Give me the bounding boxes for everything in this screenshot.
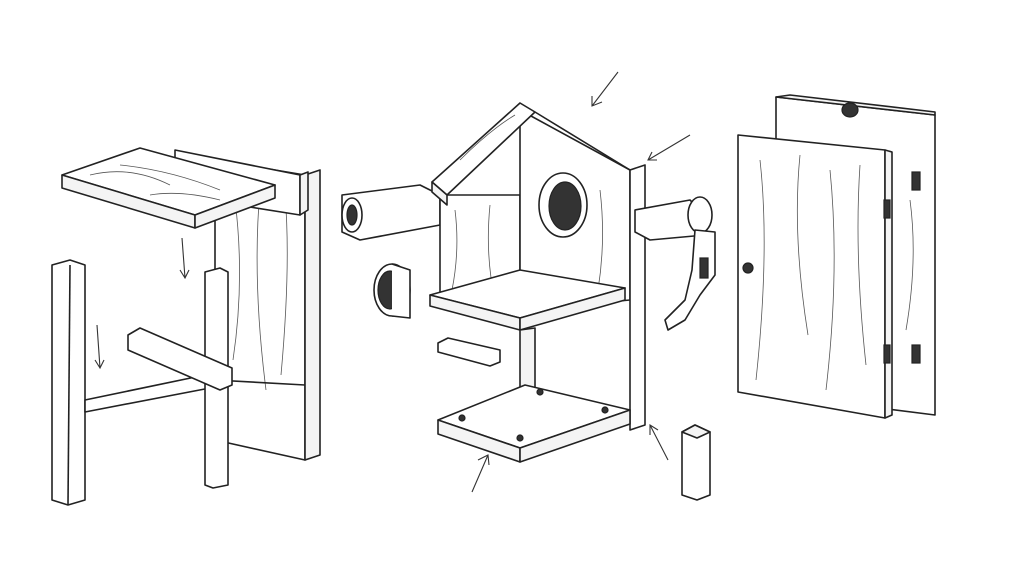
- arrow-icon: [649, 424, 669, 461]
- front-door-panel: [737, 134, 893, 419]
- hinge-bracket: [634, 196, 716, 331]
- arrow-down-icon: [179, 237, 190, 280]
- arrow-icon: [471, 454, 490, 493]
- small-block: [437, 337, 501, 367]
- birdhouse-floor: [429, 269, 626, 331]
- perch-dowel: [341, 184, 441, 241]
- arrow-down-icon: [94, 324, 105, 370]
- short-post-block: [681, 424, 711, 501]
- arrow-icon: [647, 134, 691, 161]
- birdhouse-roof: [431, 102, 631, 206]
- arrow-icon: [591, 71, 619, 107]
- left-back-panel: [214, 159, 321, 461]
- left-front-post: [51, 259, 86, 506]
- left-roof-board: [61, 147, 276, 229]
- base-tray: [437, 384, 631, 463]
- left-crossbar: [84, 374, 211, 413]
- left-rail: [127, 327, 233, 391]
- entrance-ring: [373, 263, 411, 319]
